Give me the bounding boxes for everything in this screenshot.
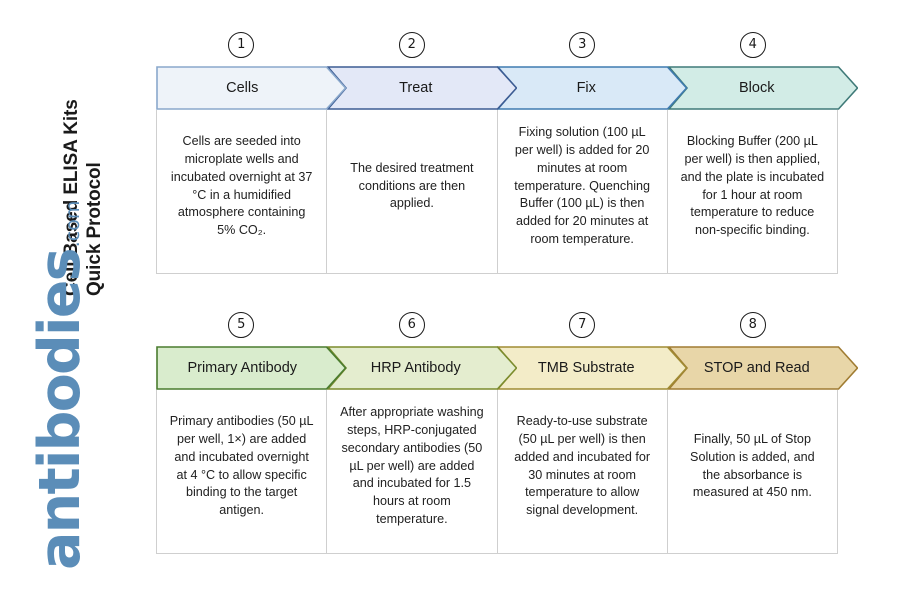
description-cell-7: Ready-to-use substrate (50 µL per well) … [498, 390, 668, 553]
step-number-badge-6: 6 [398, 312, 425, 338]
step-number-badge-7: 7 [569, 312, 596, 338]
step-number-badge-8: 8 [739, 312, 766, 338]
flow-row-2: 5 6 7 8 Primary Antibody HRP Antibody TMB Sub… [156, 312, 858, 554]
chevron-label-7: TMB Substrate [537, 360, 635, 376]
chevron-label-4: Block [739, 80, 775, 96]
description-text-8: Finally, 50 µL of Stop Solution is added… [690, 431, 815, 500]
step-number-badge-4: 4 [739, 32, 766, 58]
description-text-4: Blocking Buffer (200 µL per well) is the… [680, 133, 825, 238]
step-number-badge-1: 1 [228, 32, 255, 58]
chevron-step-1[interactable]: Cells [156, 66, 347, 110]
description-text-1: Cells are seeded into microplate wells a… [170, 133, 313, 238]
step-number-badge-3: 3 [569, 32, 596, 58]
chevron-label-3: Fix [576, 80, 596, 96]
chevron-label-2: Treat [399, 80, 433, 96]
description-cell-2: The desired treatment conditions are the… [327, 110, 498, 273]
chevron-label-5: Primary Antibody [187, 360, 298, 376]
description-cell-5: Primary antibodies (50 µL per well, 1×) … [157, 390, 328, 553]
flow-row-1: 1 2 3 4 Cells Treat Fix Block Cells are seeded… [156, 32, 858, 274]
description-text-2: The desired treatment conditions are the… [350, 160, 474, 211]
description-text-7: Ready-to-use substrate (50 µL per well) … [514, 413, 651, 518]
chevron-step-7[interactable]: TMB Substrate [497, 346, 688, 390]
chevron-strip-2: Primary Antibody HRP Antibody TMB Substrat… [156, 346, 858, 390]
chevron-step-5[interactable]: Primary Antibody [156, 346, 347, 390]
description-cell-1: Cells are seeded into microplate wells a… [157, 110, 328, 273]
description-cell-4: Blocking Buffer (200 µL per well) is the… [668, 110, 837, 273]
step-number-strip-1: 1 2 3 4 [156, 32, 838, 66]
chevron-step-3[interactable]: Fix [497, 66, 688, 110]
chevron-step-8[interactable]: STOP and Read [667, 346, 858, 390]
description-text-6: After appropriate washing steps, HRP-con… [340, 404, 484, 527]
description-panel-2: Primary antibodies (50 µL per well, 1×) … [156, 390, 838, 554]
description-text-5: Primary antibodies (50 µL per well, 1×) … [169, 413, 314, 518]
chevron-step-2[interactable]: Treat [326, 66, 517, 110]
brand-logo-inner: antibodies .com [27, 200, 93, 570]
brand-tld: .com [62, 200, 84, 248]
chevron-shape-5 [156, 346, 347, 390]
step-number-badge-5: 5 [228, 312, 255, 338]
step-number-badge-2: 2 [398, 32, 425, 58]
description-cell-6: After appropriate washing steps, HRP-con… [327, 390, 498, 553]
chevron-label-8: STOP and Read [703, 360, 810, 376]
brand-logo: antibodies .com [0, 201, 150, 580]
chevron-label-6: HRP Antibody [370, 360, 461, 376]
brand-name: antibodies [27, 249, 93, 570]
chevron-strip-1: Cells Treat Fix Block [156, 66, 858, 110]
chevron-label-1: Cells [226, 80, 259, 96]
description-cell-3: Fixing solution (100 µL per well) is add… [498, 110, 668, 273]
chevron-step-4[interactable]: Block [667, 66, 858, 110]
step-number-strip-2: 5 6 7 8 [156, 312, 838, 346]
description-text-3: Fixing solution (100 µL per well) is add… [514, 124, 651, 247]
description-cell-8: Finally, 50 µL of Stop Solution is added… [668, 390, 837, 553]
chevron-shape-1 [156, 66, 347, 110]
description-panel-1: Cells are seeded into microplate wells a… [156, 110, 838, 274]
chevron-step-6[interactable]: HRP Antibody [326, 346, 517, 390]
